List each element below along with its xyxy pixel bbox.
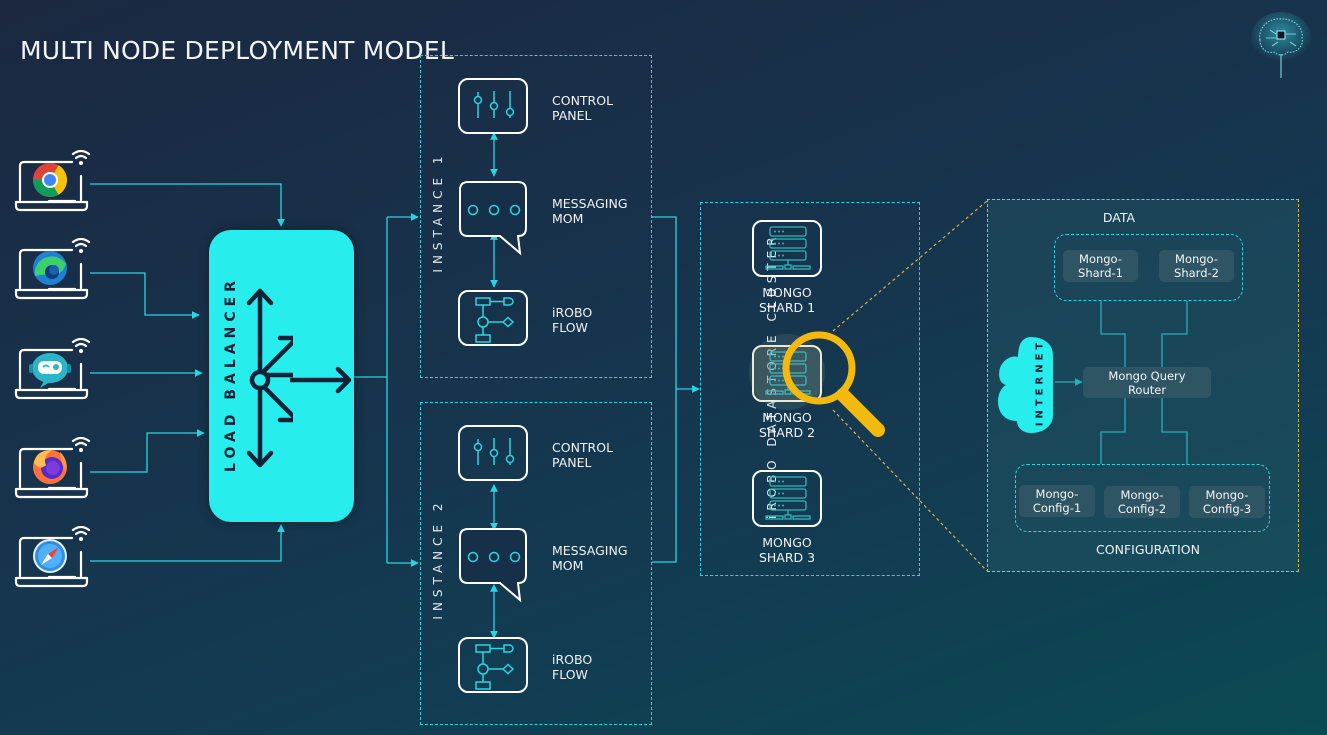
edge-browser-icon — [14, 237, 94, 312]
node-label: CONTROL PANEL — [552, 440, 614, 470]
mongo-shard-1-node[interactable]: Mongo- Shard-1 — [1063, 250, 1138, 282]
flowchart-icon — [458, 637, 528, 693]
mongo-config-3-node[interactable]: Mongo- Config-3 — [1189, 486, 1265, 518]
wire-firefox-to-lb — [90, 429, 205, 473]
instance-2-node-sliders[interactable] — [458, 425, 528, 481]
instance-1-node-flowchart[interactable] — [458, 290, 528, 346]
circuit-brain-icon — [1250, 10, 1312, 80]
instance-1-container — [420, 55, 652, 378]
instance-1-node-sliders[interactable] — [458, 78, 528, 134]
instance-2-node-flowchart[interactable] — [458, 637, 528, 693]
client-laptop-chatbot[interactable] — [14, 337, 94, 408]
internet-cloud-icon — [996, 335, 1056, 439]
configuration-section-title: CONFIGURATION — [1096, 542, 1200, 557]
node-label: MESSAGING MOM — [552, 196, 628, 226]
page-title: MULTI NODE DEPLOYMENT MODEL — [20, 36, 454, 65]
chat-bubble-icon — [458, 528, 528, 610]
mongo-config-1-node[interactable]: Mongo- Config-1 — [1019, 485, 1095, 517]
instance-2-node-chat-bubble[interactable] — [458, 528, 528, 606]
shard-label: MONGO SHARD 3 — [758, 535, 816, 565]
sliders-icon — [458, 425, 528, 481]
node-label: CONTROL PANEL — [552, 93, 614, 123]
chat-bubble-icon — [458, 181, 528, 263]
server-rack-icon — [754, 226, 820, 279]
instance-2-label: INSTANCE 2 — [431, 498, 445, 620]
firefox-browser-icon — [14, 436, 94, 511]
mongo-shard-3[interactable] — [752, 470, 822, 527]
load-balancer-label: LOAD BALANCER — [223, 276, 239, 472]
chrome-browser-icon — [14, 149, 94, 224]
node-label: iROBO FLOW — [552, 305, 593, 335]
client-laptop-firefox[interactable] — [14, 436, 94, 507]
instance-1-label: INSTANCE 1 — [431, 151, 445, 273]
node-label: MESSAGING MOM — [552, 543, 628, 573]
wire-edge-to-lb — [90, 272, 200, 319]
instance-1-node-chat-bubble[interactable] — [458, 181, 528, 259]
safari-browser-icon — [14, 525, 94, 600]
wire-chrome-to-lb — [90, 183, 285, 227]
data-group — [1054, 234, 1243, 301]
datastore-cluster — [700, 202, 920, 576]
wire-instances-to-datastore — [652, 216, 677, 563]
flowchart-icon — [458, 290, 528, 346]
right-arrow-icon — [267, 365, 356, 399]
mongo-config-2-node[interactable]: Mongo- Config-2 — [1104, 486, 1180, 518]
sliders-icon — [458, 78, 528, 134]
client-laptop-edge[interactable] — [14, 237, 94, 308]
client-laptop-safari[interactable] — [14, 525, 94, 596]
shard-label: MONGO SHARD 2 — [758, 410, 816, 440]
server-rack-icon — [754, 476, 820, 529]
chatbot-icon — [14, 337, 94, 412]
instance-2-container — [420, 402, 652, 725]
internet-label: INTERNET — [1034, 338, 1046, 427]
config-group — [1015, 464, 1270, 532]
mongo-shard-2-node[interactable]: Mongo- Shard-2 — [1159, 250, 1234, 282]
node-label: iROBO FLOW — [552, 652, 593, 682]
client-laptop-chrome[interactable] — [14, 149, 94, 220]
wire-safari-to-lb — [90, 524, 285, 562]
mongo-shard-1[interactable] — [752, 220, 822, 277]
data-section-title: DATA — [1102, 210, 1136, 225]
magnifier-icon — [745, 330, 890, 444]
shard-label: MONGO SHARD 1 — [758, 285, 816, 315]
mongo-query-router[interactable]: Mongo Query Router — [1083, 367, 1211, 398]
